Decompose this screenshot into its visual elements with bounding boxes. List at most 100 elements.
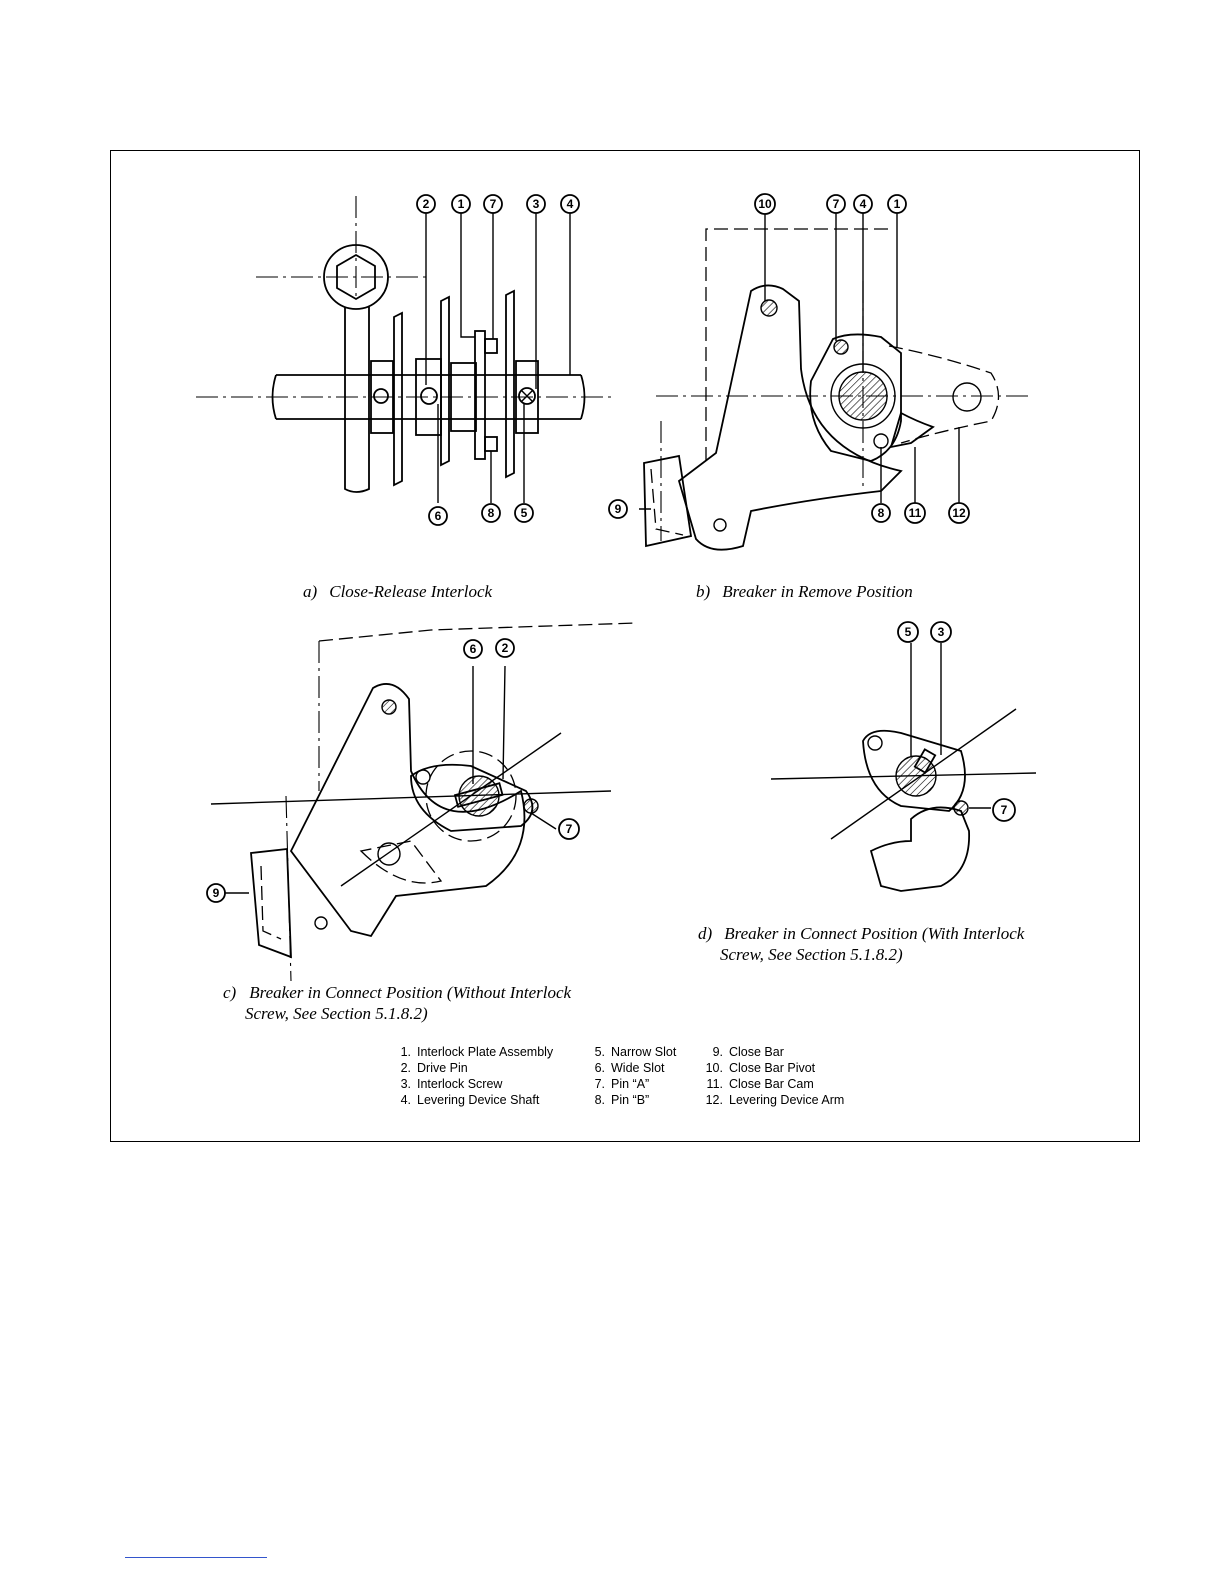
caption-d-tag: d) <box>698 924 713 943</box>
svg-text:3: 3 <box>533 197 540 211</box>
view-a-hub-4 <box>515 360 539 434</box>
view-c-wide-slot <box>453 782 504 808</box>
caption-a-text: Close-Release Interlock <box>329 582 493 601</box>
legend-item: 7.Pin “A” <box>594 1077 650 1091</box>
callout-b-left: 9 <box>608 499 628 519</box>
svg-text:6: 6 <box>470 642 477 656</box>
legend-column-3: 9.Close Bar 10.Close Bar Pivot 11.Close … <box>701 1044 845 1108</box>
view-a-shaft-ends <box>271 374 586 420</box>
view-b-pin-a <box>833 339 849 355</box>
view-b-interlock-plate <box>809 333 902 462</box>
view-a-shaft <box>276 374 581 420</box>
view-c-drawing <box>209 622 637 982</box>
view-c-pin-a <box>523 798 539 814</box>
legend-item: 1.Interlock Plate Assembly <box>400 1045 554 1059</box>
callout-b-bottom-1: 8 <box>871 503 891 523</box>
callout-a-top-4: 3 <box>526 194 546 214</box>
view-a-socket-circle <box>323 244 389 310</box>
svg-text:9: 9 <box>213 886 220 900</box>
view-c-close-bar-pivot <box>381 699 397 715</box>
svg-text:3: 3 <box>938 625 945 639</box>
view-c-levering-shaft <box>458 775 500 817</box>
caption-c-text: Breaker in Connect Position (Without Int… <box>249 983 572 1002</box>
view-b-bar-hole <box>713 518 727 532</box>
legend-item: 5.Narrow Slot <box>594 1045 677 1059</box>
callout-a-bottom-2: 8 <box>481 503 501 523</box>
svg-text:7: 7 <box>566 822 573 836</box>
callout-c-right: 7 <box>558 818 580 840</box>
interlock-diagram: 2 1 7 3 4 6 8 5 10 7 4 1 8 11 12 9 6 2 7… <box>196 193 1037 982</box>
figure-frame: 2 1 7 3 4 6 8 5 10 7 4 1 8 11 12 9 6 2 7… <box>110 150 1140 1142</box>
svg-text:10: 10 <box>758 197 772 211</box>
callout-a-bottom-3: 5 <box>514 503 534 523</box>
callout-a-top-1: 2 <box>416 194 436 214</box>
view-a-hub-2 <box>415 358 442 436</box>
caption-a: a) Close-Release Interlock <box>303 581 492 602</box>
svg-text:1: 1 <box>894 197 901 211</box>
callout-d-top-2: 3 <box>930 621 952 643</box>
view-a-hub-3 <box>450 362 477 432</box>
caption-b-tag: b) <box>696 582 711 601</box>
svg-text:2: 2 <box>502 641 509 655</box>
view-b-levering-arm <box>888 345 1000 444</box>
callout-balloons: 2 1 7 3 4 6 8 5 10 7 4 1 8 11 12 9 6 2 7… <box>206 193 1016 903</box>
caption-c: c) Breaker in Connect Position (Without … <box>223 982 571 1024</box>
legend-item: 6.Wide Slot <box>594 1061 665 1075</box>
callout-b-top-1: 10 <box>754 193 776 215</box>
svg-text:7: 7 <box>833 197 840 211</box>
view-b-frame-outline <box>705 228 889 461</box>
view-c-bar-hole <box>314 916 328 930</box>
view-a-screw-slash-2 <box>520 389 534 403</box>
legend-item: 9.Close Bar <box>712 1045 784 1059</box>
svg-text:7: 7 <box>490 197 497 211</box>
caption-b-text: Breaker in Remove Position <box>722 582 913 601</box>
caption-c-text-2: Screw, See Section 5.1.8.2) <box>245 1004 428 1023</box>
legend-column-2: 5.Narrow Slot 6.Wide Slot 7.Pin “A” 8.Pi… <box>583 1044 677 1108</box>
svg-text:5: 5 <box>905 625 912 639</box>
view-b-arm-hole <box>952 382 982 412</box>
view-a-plate-1 <box>393 311 403 487</box>
callout-d-top-1: 5 <box>897 621 919 643</box>
legend-item: 3.Interlock Screw <box>400 1077 503 1091</box>
callout-b-top-2: 7 <box>826 194 846 214</box>
svg-text:1: 1 <box>458 197 465 211</box>
svg-text:2: 2 <box>423 197 430 211</box>
caption-b: b) Breaker in Remove Position <box>696 581 913 602</box>
view-c-leaders <box>209 665 557 894</box>
callout-a-top-3: 7 <box>483 194 503 214</box>
view-c-reference-line <box>210 790 612 805</box>
view-c-arm-circle <box>425 750 517 842</box>
view-a-interlock-plate <box>474 330 486 460</box>
legend-item: 10.Close Bar Pivot <box>705 1061 816 1075</box>
view-a-pin-bottom <box>484 436 498 452</box>
view-b-leaders <box>639 211 960 510</box>
caption-d-text: Breaker in Connect Position (With Interl… <box>724 924 1025 943</box>
view-d-drawing <box>770 643 1037 892</box>
svg-text:6: 6 <box>435 509 442 523</box>
view-c-tip-hidden <box>260 865 282 940</box>
callout-c-top-2: 2 <box>495 638 515 658</box>
view-b-levering-shaft <box>838 371 888 421</box>
view-c-diagonal <box>340 732 562 887</box>
view-a-plate-3 <box>505 289 515 479</box>
view-b-close-bar-tip <box>643 454 693 548</box>
view-a-leaders-bottom <box>437 404 525 503</box>
callout-c-left: 9 <box>206 883 226 903</box>
legend-item: 4.Levering Device Shaft <box>400 1093 540 1107</box>
view-b-tip-hidden <box>650 468 684 536</box>
footer-rule <box>125 1557 267 1558</box>
view-d-levering-shaft <box>895 755 937 797</box>
legend-item: 12.Levering Device Arm <box>705 1093 845 1107</box>
caption-d: d) Breaker in Connect Position (With Int… <box>698 923 1024 965</box>
view-d-interlock-plate <box>862 729 966 812</box>
view-c-arm-hole <box>377 842 401 866</box>
svg-text:7: 7 <box>1001 803 1008 817</box>
view-a-hex-nut <box>336 253 376 301</box>
legend-item: 2.Drive Pin <box>400 1061 468 1075</box>
view-b-drawing <box>639 211 1031 551</box>
view-b-close-bar-pivot <box>760 299 778 317</box>
callout-b-top-3: 4 <box>853 194 873 214</box>
view-a-interlock-screw <box>518 387 536 405</box>
callout-b-top-4: 1 <box>887 194 907 214</box>
caption-c-tag: c) <box>223 983 237 1002</box>
